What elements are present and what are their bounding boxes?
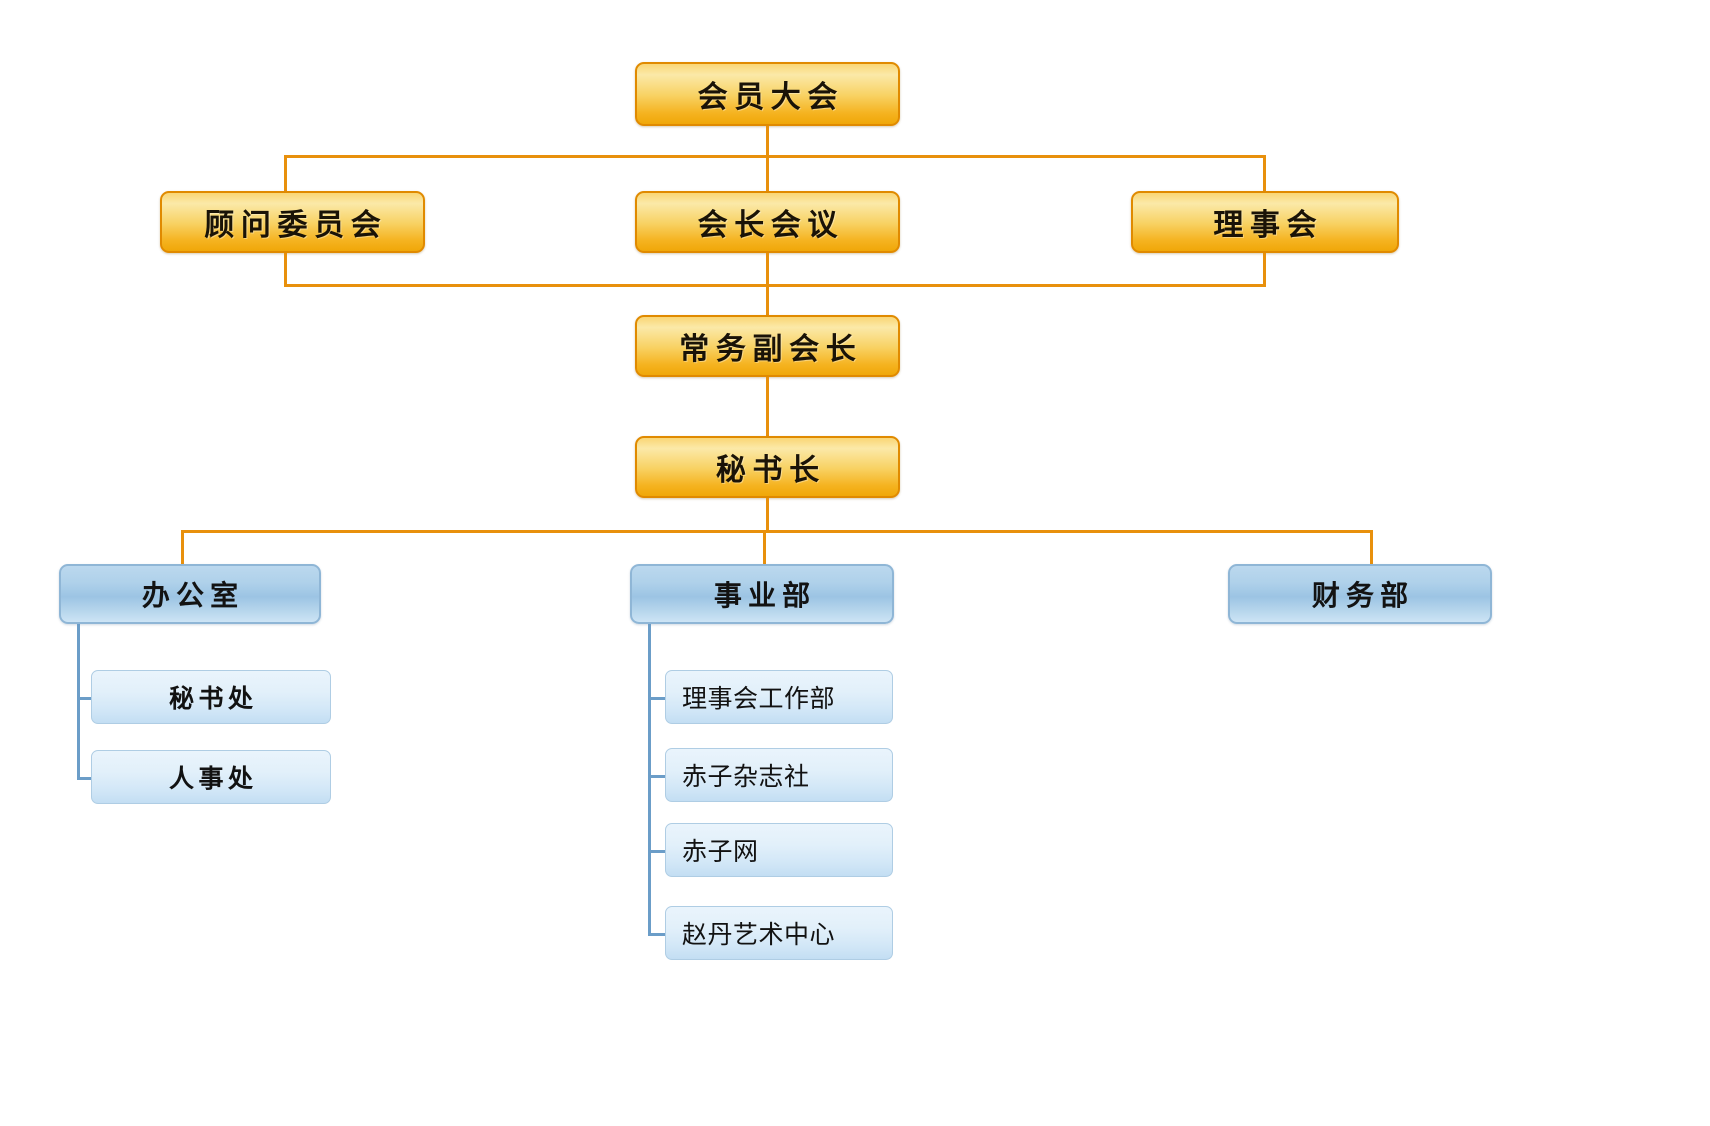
node-business-child-3[interactable]: 赵丹艺术中心 [665, 906, 893, 960]
connector-office-spine [77, 624, 80, 780]
node-office-child-0[interactable]: 秘书处 [91, 670, 331, 724]
node-executive-vice-president[interactable]: 常务副会长 [635, 315, 900, 377]
node-assembly[interactable]: 会员大会 [635, 62, 900, 126]
connector-board-lower [1263, 253, 1266, 286]
node-office-child-1[interactable]: 人事处 [91, 750, 331, 804]
node-president-meeting[interactable]: 会长会议 [635, 191, 900, 253]
node-board-of-directors[interactable]: 理事会 [1131, 191, 1399, 253]
node-advisory-committee[interactable]: 顾问委员会 [160, 191, 425, 253]
connector-business-child-4 [648, 933, 667, 936]
connector-office-child-1 [77, 697, 94, 700]
connector-assembly-down [766, 126, 769, 157]
node-secretary-general[interactable]: 秘书长 [635, 436, 900, 498]
connector-advisory-lower [284, 253, 287, 286]
connector-president-down [766, 155, 769, 193]
connector-business-spine [648, 624, 651, 935]
connector-department-bus [181, 530, 1373, 533]
connector-evp-to-secretary [766, 377, 769, 436]
connector-business-child-2 [648, 775, 667, 778]
connector-level3-bus [284, 284, 1266, 287]
connector-office-child-2 [77, 777, 94, 780]
connector-business-child-3 [648, 850, 667, 853]
node-business-child-0[interactable]: 理事会工作部 [665, 670, 893, 724]
node-business-division[interactable]: 事业部 [630, 564, 894, 624]
node-office[interactable]: 办公室 [59, 564, 321, 624]
connector-advisory-down [284, 155, 287, 193]
connector-finance-down [1370, 530, 1373, 565]
connector-business-down [763, 530, 766, 565]
connector-secretary-down [766, 498, 769, 532]
connector-president-to-evp [766, 253, 769, 317]
connector-office-down [181, 530, 184, 565]
node-business-child-2[interactable]: 赤子网 [665, 823, 893, 877]
node-finance-division[interactable]: 财务部 [1228, 564, 1492, 624]
node-business-child-1[interactable]: 赤子杂志社 [665, 748, 893, 802]
connector-level2-bus [284, 155, 1266, 158]
connector-board-down [1263, 155, 1266, 193]
connector-business-child-1 [648, 697, 667, 700]
